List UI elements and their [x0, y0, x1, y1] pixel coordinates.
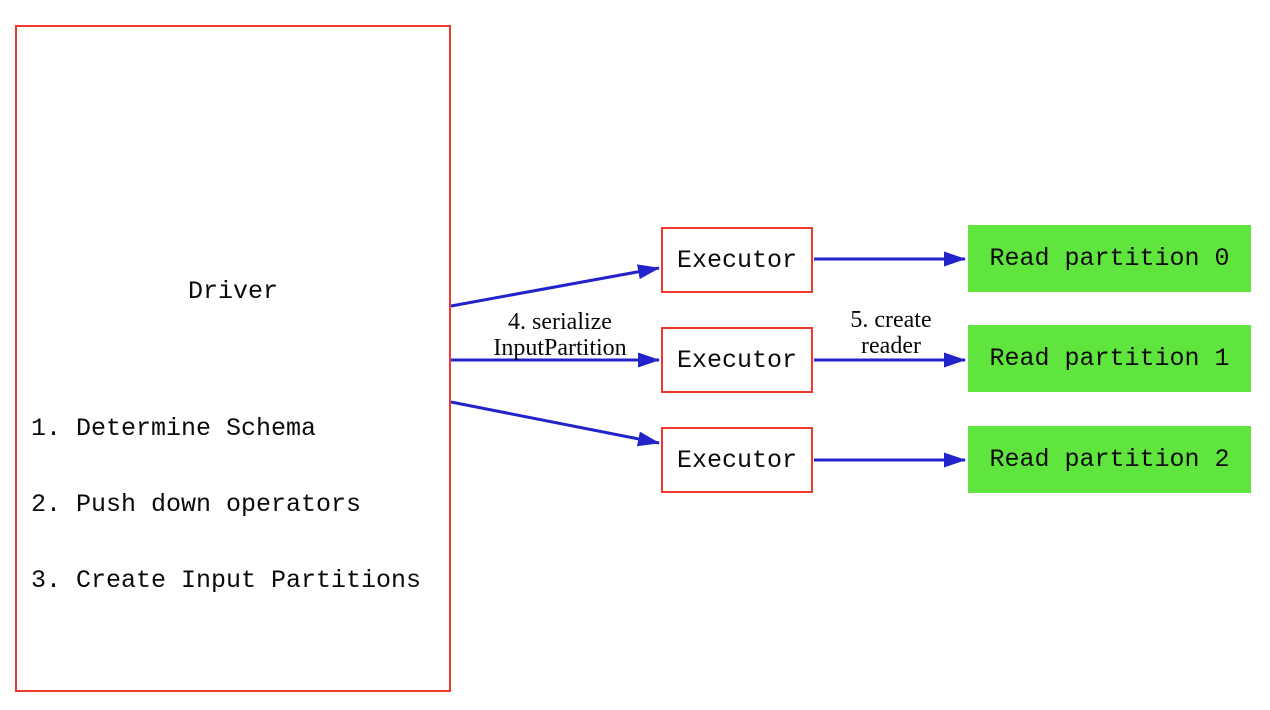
read-partition-label: Read partition 1 — [989, 344, 1230, 373]
driver-node — [15, 25, 451, 692]
executor-label: Executor — [676, 345, 798, 375]
read-partition-label: Read partition 0 — [989, 244, 1230, 273]
executor-label: Executor — [676, 445, 798, 475]
serialize-inputpartition-label: 4. serialize InputPartition — [455, 309, 665, 361]
driver-steps: 1. Determine Schema 2. Push down operato… — [31, 365, 421, 644]
executor-node-2: Executor — [661, 427, 813, 493]
read-partition-node-2: Read partition 2 — [968, 426, 1251, 493]
driver-step: 2. Push down operators — [31, 490, 362, 520]
arrow-driver-to-executor-2 — [450, 400, 660, 447]
read-partition-node-1: Read partition 1 — [968, 325, 1251, 392]
arrow-driver-to-executor-0 — [450, 264, 660, 308]
driver-title: Driver — [187, 277, 278, 306]
read-partition-label: Read partition 2 — [989, 445, 1230, 474]
executor-node-1: Executor — [661, 327, 813, 393]
create-reader-label: 5. create reader — [806, 307, 976, 359]
driver-step: 1. Determine Schema — [31, 413, 317, 443]
executor-node-0: Executor — [661, 227, 813, 293]
create-reader-label-line2: reader — [861, 333, 921, 359]
serialize-label-line2: InputPartition — [493, 335, 627, 361]
driver-step: 3. Create Input Partitions — [31, 566, 422, 596]
executor-label: Executor — [676, 245, 798, 275]
create-reader-label-line1: 5. create — [850, 307, 932, 333]
read-partition-node-0: Read partition 0 — [968, 225, 1251, 292]
serialize-label-line1: 4. serialize — [508, 309, 612, 335]
